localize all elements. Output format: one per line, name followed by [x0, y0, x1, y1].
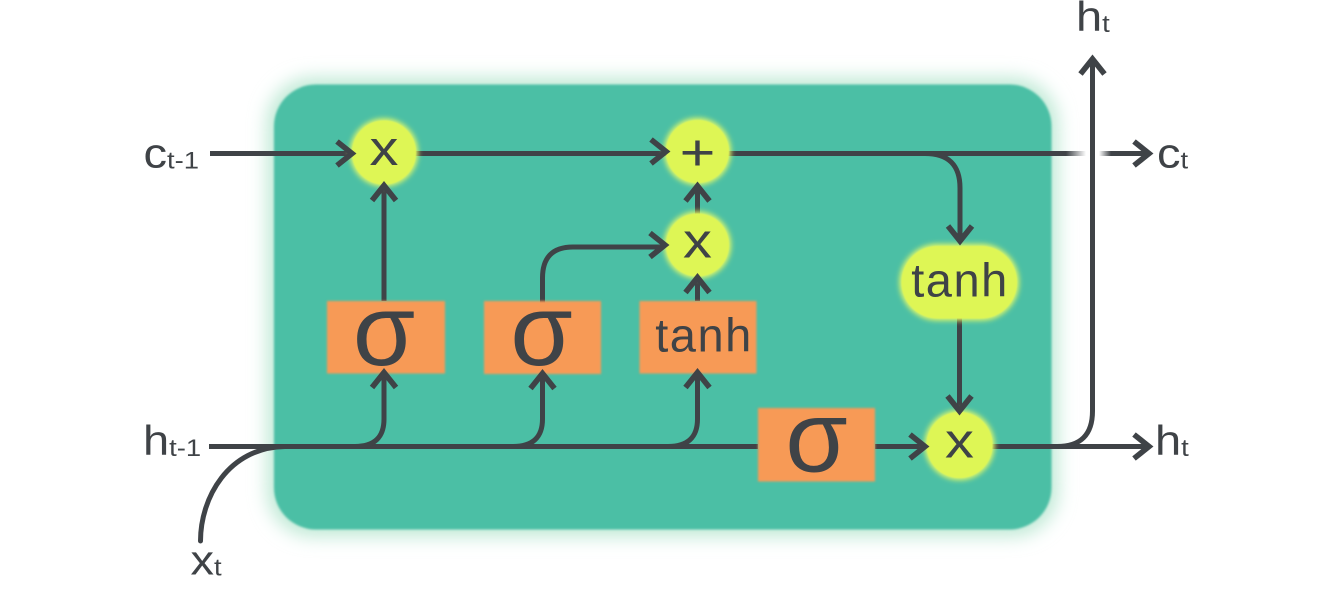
svg-text:tanh: tanh	[911, 254, 1008, 307]
svg-text:+: +	[680, 124, 716, 181]
svg-text:σ: σ	[510, 275, 572, 387]
svg-text:x: x	[683, 214, 712, 269]
svg-text:σ: σ	[785, 382, 847, 494]
svg-text:x: x	[945, 414, 974, 469]
svg-text:σ: σ	[353, 275, 415, 387]
svg-text:x: x	[370, 121, 399, 176]
svg-text:tanh: tanh	[655, 309, 752, 362]
